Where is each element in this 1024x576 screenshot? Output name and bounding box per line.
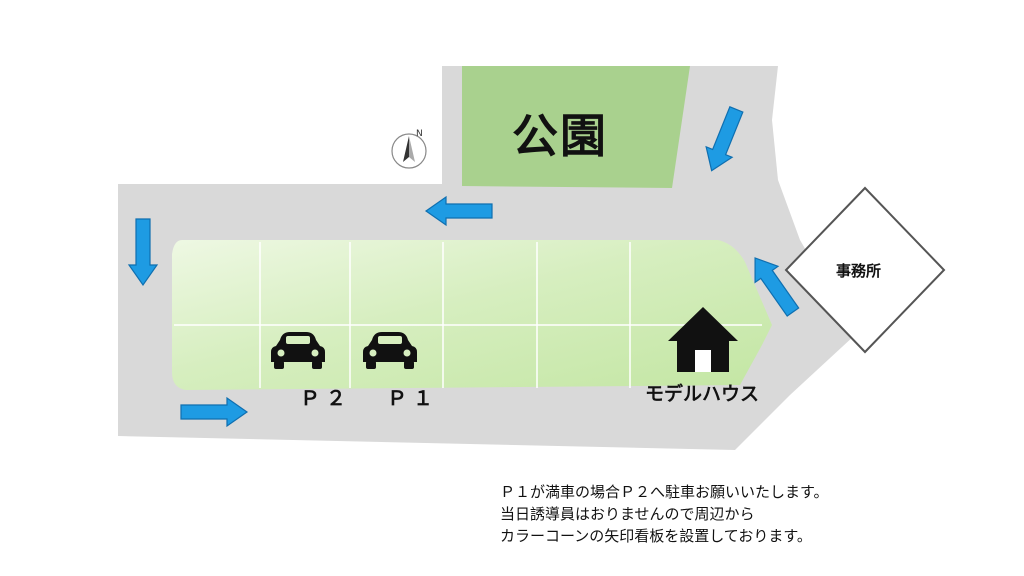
office-label: 事務所 <box>836 262 882 280</box>
parking-notice: Ｐ１が満車の場合Ｐ２へ駐車お願いいたします。 当日誘導員はおりませんので周辺から… <box>500 481 829 547</box>
parking-spot-p2-label: Ｐ２ <box>300 386 352 410</box>
parking-spot-p1-label: Ｐ１ <box>387 386 439 410</box>
svg-text:N: N <box>416 129 423 139</box>
notice-line: Ｐ１が満車の場合Ｐ２へ駐車お願いいたします。 <box>500 483 829 501</box>
car-icon <box>271 332 325 369</box>
notice-line: カラーコーンの矢印看板を設置しております。 <box>500 527 812 545</box>
notice-line: 当日誘導員はおりませんので周辺から <box>500 505 755 523</box>
model-house-label: モデルハウス <box>645 383 760 405</box>
car-icon <box>363 332 417 369</box>
compass-icon: N <box>391 129 427 169</box>
parking-lot-grid <box>174 242 762 388</box>
park-label: 公園 <box>512 109 608 163</box>
park-area <box>462 66 690 188</box>
office-building <box>784 186 946 354</box>
house-icon <box>668 307 738 372</box>
